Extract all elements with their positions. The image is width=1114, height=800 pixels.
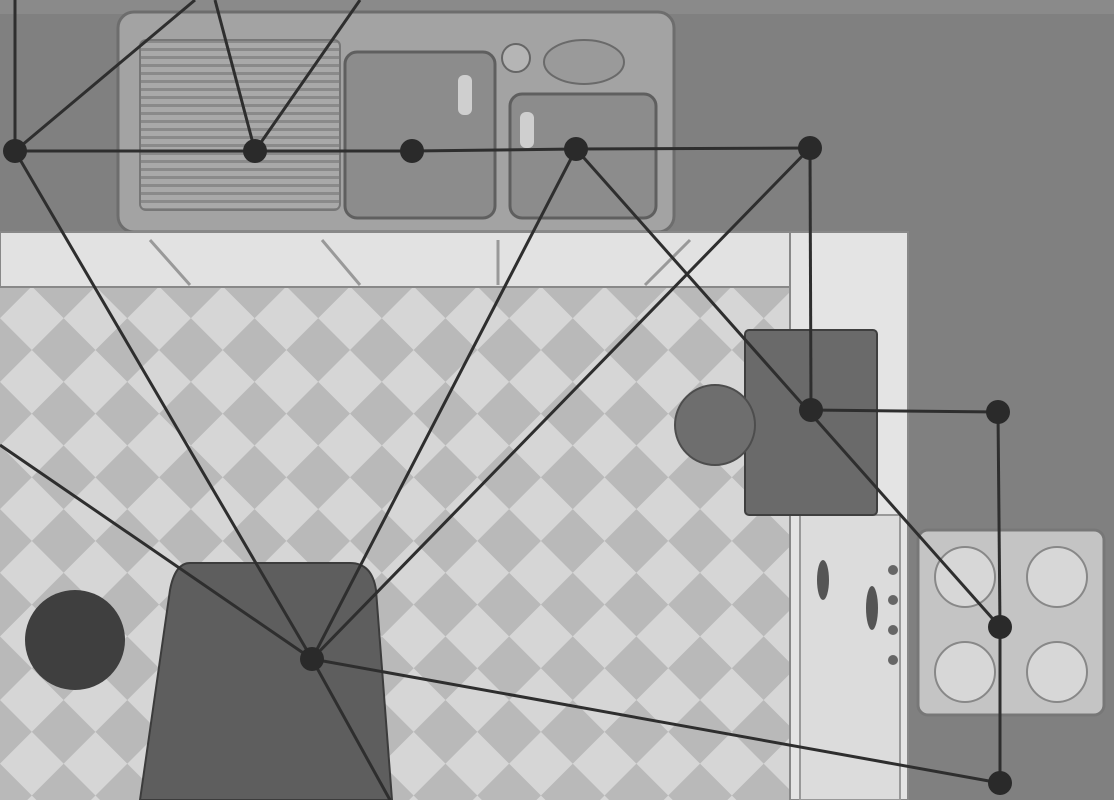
network-edge [575,146,811,151]
network-edge [310,146,812,661]
network-node [799,398,823,422]
network-edge [253,0,362,152]
network-node [798,136,822,160]
network-edge [311,657,1001,785]
round-stool-left [25,590,125,690]
network-edge [411,147,577,153]
network-edge [310,658,392,800]
network-edge [213,0,257,152]
kitchen-table [138,562,394,800]
network-edge [810,408,999,414]
network-nodes [3,136,1012,795]
network-edge [574,148,1002,628]
network-node [300,647,324,671]
drain-strainer [543,39,625,85]
network-edge [310,148,578,660]
network-node [400,139,424,163]
faucet [458,75,472,115]
network-node [3,139,27,163]
network-node [243,139,267,163]
round-stool-right [674,384,756,466]
network-edge [0,443,313,661]
network-node [988,615,1012,639]
network-edge [13,150,314,660]
network-edge [14,0,196,153]
network-node [564,137,588,161]
checkered-floor [0,285,800,800]
network-edges [0,0,1002,800]
network-node [986,400,1010,424]
network-edge [808,147,813,411]
sink-basin-left [343,50,497,220]
network-node [988,771,1012,795]
network-edge [996,411,1002,628]
base-cabinets [0,231,906,288]
